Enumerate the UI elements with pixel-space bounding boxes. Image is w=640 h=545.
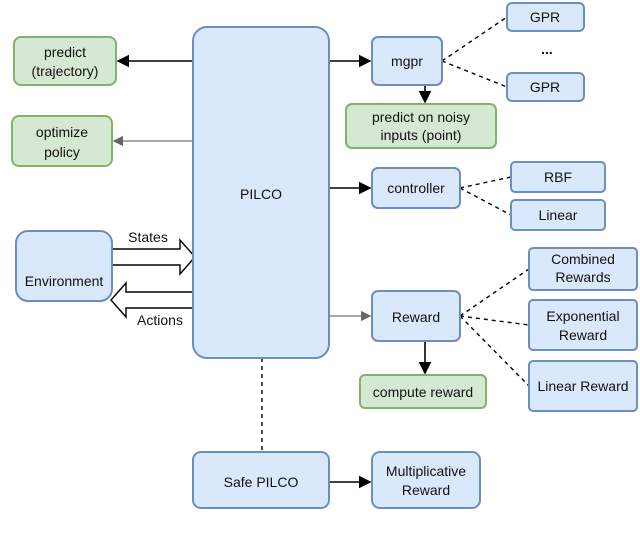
svg-text:optimize: optimize: [36, 124, 88, 140]
linear-reward-node[interactable]: Linear Reward: [528, 360, 638, 412]
svg-text:controller: controller: [387, 180, 445, 196]
actions-label: Actions: [137, 312, 183, 328]
optimize-policy-node[interactable]: optimize policy: [11, 115, 113, 167]
svg-text:GPR: GPR: [530, 79, 560, 95]
svg-text:Linear Reward: Linear Reward: [537, 378, 628, 394]
edge-mgpr-gpr1: [441, 16, 508, 62]
edge-reward-exponential: [459, 315, 530, 326]
edge-mgpr-gpr2: [441, 60, 508, 88]
svg-text:GPR: GPR: [530, 9, 560, 25]
states-arrow: [111, 238, 196, 276]
pilco-node[interactable]: PILCO: [192, 26, 330, 359]
svg-text:predict on noisy: predict on noisy: [372, 109, 470, 125]
environment-node[interactable]: Environment: [15, 230, 113, 302]
linear-node[interactable]: Linear: [510, 199, 606, 231]
gpr-node-1[interactable]: GPR: [506, 2, 585, 32]
svg-text:Rewards: Rewards: [555, 269, 610, 285]
svg-text:Safe PILCO: Safe PILCO: [224, 474, 299, 490]
svg-text:Reward: Reward: [402, 482, 450, 498]
actions-arrow: [110, 281, 194, 319]
svg-text:mgpr: mgpr: [391, 53, 423, 69]
edge-reward-combined: [459, 268, 530, 317]
predict-trajectory-node[interactable]: predict (trajectory): [13, 36, 117, 86]
controller-node[interactable]: controller: [371, 167, 461, 209]
ellipsis: ...: [541, 41, 553, 57]
edge-controller-rbf: [459, 176, 512, 189]
svg-text:inputs (point): inputs (point): [381, 127, 462, 143]
svg-text:compute reward: compute reward: [373, 384, 473, 400]
gpr-node-2[interactable]: GPR: [506, 72, 585, 102]
svg-text:Exponential: Exponential: [546, 308, 619, 324]
svg-text:Reward: Reward: [392, 309, 440, 325]
svg-text:RBF: RBF: [544, 169, 572, 185]
svg-text:Reward: Reward: [559, 327, 607, 343]
rbf-node[interactable]: RBF: [510, 161, 606, 193]
reward-node[interactable]: Reward: [371, 290, 461, 342]
svg-text:predict: predict: [44, 44, 86, 60]
compute-reward-node[interactable]: compute reward: [359, 374, 487, 409]
svg-text:policy: policy: [44, 144, 80, 160]
predict-noisy-node[interactable]: predict on noisy inputs (point): [345, 103, 497, 149]
edge-controller-linear: [459, 187, 512, 216]
svg-text:Combined: Combined: [551, 251, 615, 267]
states-label: States: [128, 229, 168, 245]
svg-text:PILCO: PILCO: [240, 186, 282, 202]
svg-text:Multiplicative: Multiplicative: [386, 463, 466, 479]
safe-pilco-node[interactable]: Safe PILCO: [192, 451, 330, 509]
svg-text:Linear: Linear: [539, 207, 578, 223]
edge-reward-linear: [459, 315, 530, 387]
mgpr-node[interactable]: mgpr: [371, 36, 443, 86]
svg-text:Environment: Environment: [25, 273, 104, 289]
svg-text:(trajectory): (trajectory): [32, 63, 99, 79]
